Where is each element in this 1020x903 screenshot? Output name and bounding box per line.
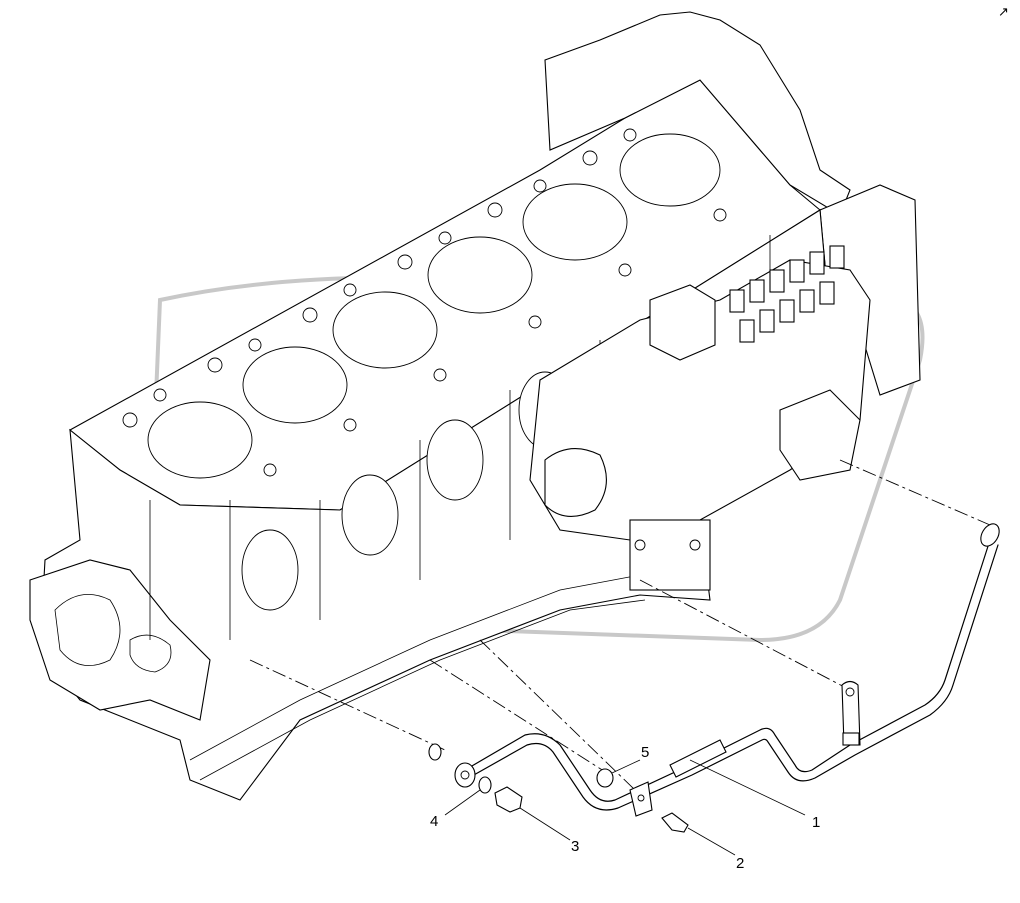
callout-1: 1 <box>812 814 820 831</box>
sealing-washer-2 <box>478 776 492 794</box>
corner-arrow-icon: ↗ <box>998 5 1009 20</box>
leader-lines <box>444 759 806 856</box>
oil-pipe <box>454 523 1000 817</box>
callout-5: 5 <box>641 744 649 761</box>
spacer-bushing <box>596 768 614 788</box>
callout-4: 4 <box>430 813 438 830</box>
engine-block <box>29 11 921 801</box>
small-parts <box>428 743 689 833</box>
head-bolt-holes <box>122 128 727 477</box>
injection-pump <box>529 245 871 591</box>
assembly-lines <box>249 459 991 791</box>
callout-3: 3 <box>571 838 579 855</box>
banjo-bolt <box>494 786 523 813</box>
callout-2: 2 <box>736 855 744 872</box>
sealing-washer <box>428 743 442 761</box>
clamp-bolt <box>661 812 689 833</box>
delivery-valves <box>729 245 845 343</box>
